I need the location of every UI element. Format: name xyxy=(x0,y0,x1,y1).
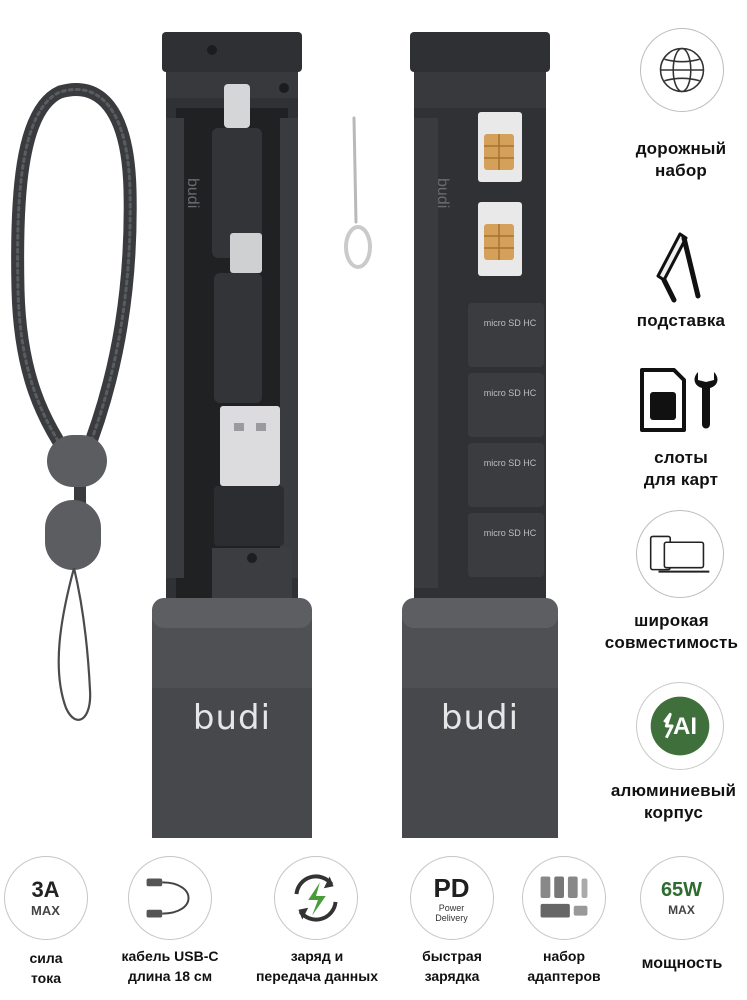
strap-slider-bottom xyxy=(45,500,101,570)
badge-pd-sub2: Delivery xyxy=(435,913,468,923)
side-engraving: budi xyxy=(184,178,201,208)
usb-c-cable-icon xyxy=(128,856,212,940)
lanyard-strap xyxy=(11,82,137,721)
badge-65w-sub: MAX xyxy=(668,903,695,917)
sim-eject-pin xyxy=(344,116,372,269)
brand-logo-left: budi xyxy=(192,698,272,738)
strap-slider-top xyxy=(47,435,107,487)
microsd-label: micro SD HC xyxy=(483,388,537,398)
brand-logo-right: budi xyxy=(440,698,520,738)
adapter-set-icon xyxy=(522,856,606,940)
side-engraving-right: budi xyxy=(434,178,451,208)
microsd-label: micro SD HC xyxy=(483,528,537,538)
power-delivery-icon: PD Power Delivery xyxy=(410,856,494,940)
bottom-label-power: мощность xyxy=(641,955,723,972)
power-65w-icon: 65W MAX xyxy=(640,856,724,940)
device-right: budi micro SD HC micro SD HC micro SD HC… xyxy=(398,28,558,838)
badge-3a-sub: MAX xyxy=(31,903,60,918)
globe-icon xyxy=(640,28,724,112)
stand-icon xyxy=(656,232,701,303)
sim-card-wrench-icon xyxy=(640,368,718,432)
charge-sync-icon xyxy=(274,856,358,940)
current-3a-icon: 3A MAX xyxy=(4,856,88,940)
laptop-tablet-icon xyxy=(636,510,724,598)
aluminium-badge: AI xyxy=(673,713,697,740)
badge-3a-main: 3A xyxy=(31,877,60,902)
microsd-label: micro SD HC xyxy=(483,318,537,328)
badge-pd-main: PD xyxy=(433,873,470,903)
badge-65w-main: 65W xyxy=(660,879,703,901)
aluminium-icon: AI xyxy=(636,682,724,770)
badge-pd-sub1: Power xyxy=(438,903,465,913)
device-left: budi budi xyxy=(152,28,312,838)
feature-label-stand: подставка xyxy=(636,311,726,330)
microsd-label: micro SD HC xyxy=(483,458,537,468)
